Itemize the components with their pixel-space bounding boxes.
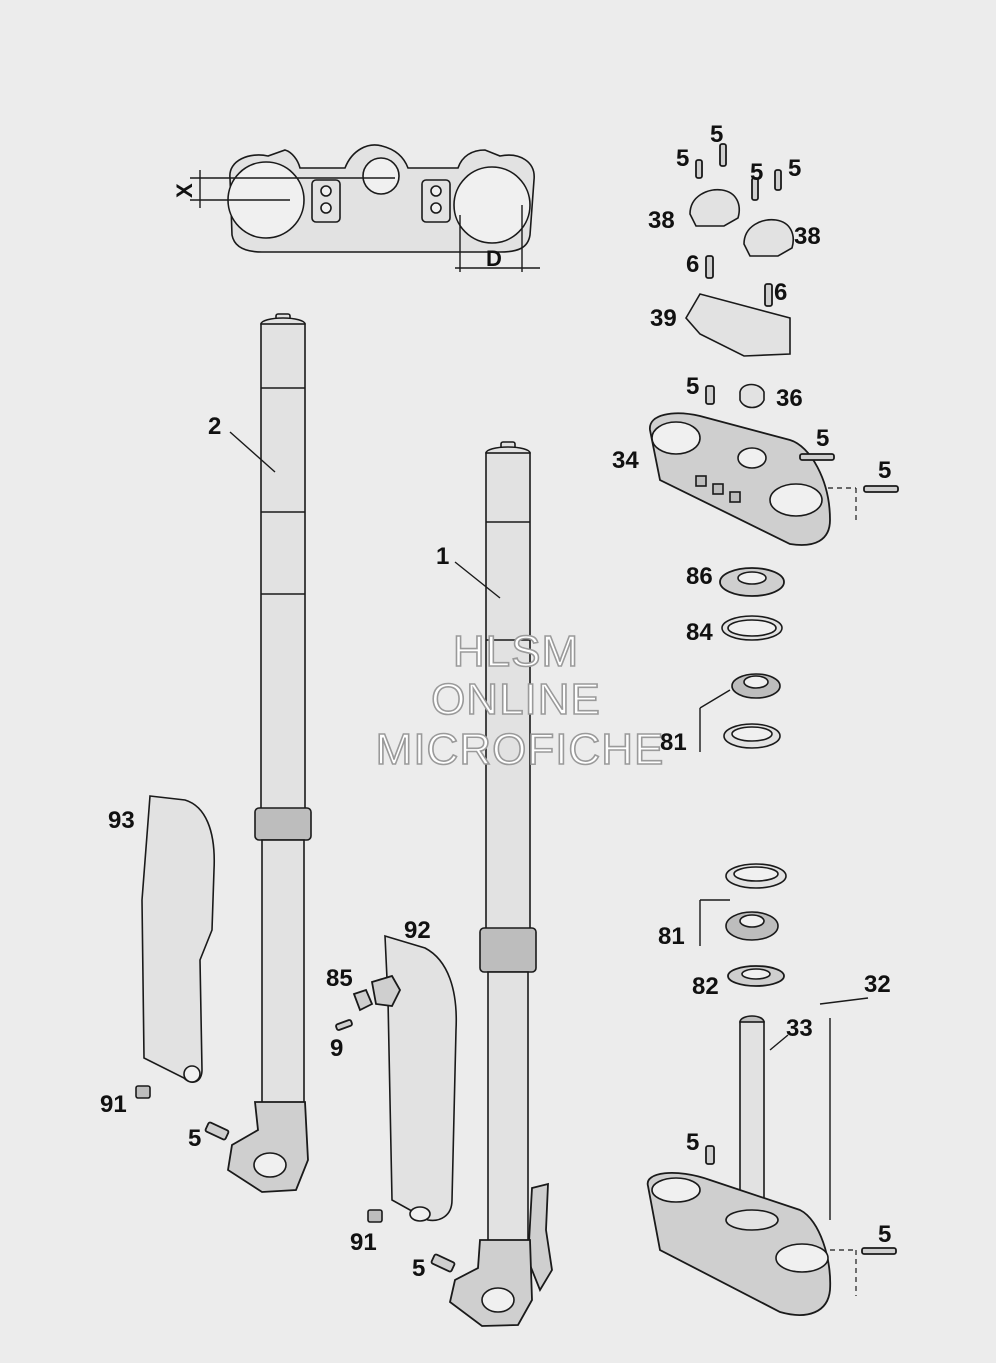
callout-2: 2 (208, 413, 221, 440)
callout-6: 6 (686, 251, 699, 278)
callout-5: 5 (412, 1255, 425, 1282)
callout-32: 32 (864, 971, 891, 998)
callout-1: 1 (436, 543, 449, 570)
callout-33: 33 (786, 1015, 813, 1042)
bearing-stack-upper (699, 567, 785, 752)
fork-guard-92 (352, 934, 458, 1222)
callout-labels: 2 1 93 91 5 92 85 9 91 5 5 5 5 5 38 38 6… (100, 121, 891, 1282)
callout-81: 81 (658, 923, 685, 950)
handlebar-clamp-parts (685, 143, 794, 357)
callout-91: 91 (100, 1091, 127, 1118)
lower-triple-clamp-32 (646, 997, 897, 1316)
callout-5: 5 (788, 155, 801, 182)
callout-36: 36 (776, 385, 803, 412)
callout-82: 82 (692, 973, 719, 1000)
callout-9: 9 (330, 1035, 343, 1062)
callout-5: 5 (878, 457, 891, 484)
callout-5: 5 (188, 1125, 201, 1152)
fork-leg-2 (227, 313, 312, 1193)
fork-guard-93 (141, 795, 216, 1083)
callout-38: 38 (794, 223, 821, 250)
upper-triple-clamp-34 (649, 383, 899, 546)
watermark-line-1: HLSM (453, 627, 579, 676)
fork-leg-1 (448, 441, 553, 1327)
callout-39: 39 (650, 305, 677, 332)
callout-5: 5 (676, 145, 689, 172)
leader-lines (229, 431, 789, 1051)
small-hardware (135, 1019, 456, 1273)
callout-84: 84 (686, 619, 713, 646)
callout-5: 5 (710, 121, 723, 148)
callout-86: 86 (686, 563, 713, 590)
callout-5: 5 (816, 425, 829, 452)
callout-81: 81 (660, 729, 687, 756)
dimension-d-label: D (486, 246, 502, 271)
callout-38: 38 (648, 207, 675, 234)
bearing-stack-lower (699, 863, 787, 987)
watermark-line-3: MICROFICHE (376, 725, 665, 774)
callout-5: 5 (686, 1129, 699, 1156)
watermark-line-2: ONLINE (431, 675, 601, 724)
callout-93: 93 (108, 807, 135, 834)
callout-5: 5 (686, 373, 699, 400)
dimension-x-label: X (172, 183, 197, 198)
callout-85: 85 (326, 965, 353, 992)
triple-clamp-dimension-drawing: X D (172, 144, 540, 272)
callout-5: 5 (750, 159, 763, 186)
callout-6: 6 (774, 279, 787, 306)
watermark: HLSM ONLINE MICROFICHE (375, 626, 665, 775)
callout-34: 34 (612, 447, 639, 474)
callout-91: 91 (350, 1229, 377, 1256)
callout-92: 92 (404, 917, 431, 944)
callout-5: 5 (878, 1221, 891, 1248)
